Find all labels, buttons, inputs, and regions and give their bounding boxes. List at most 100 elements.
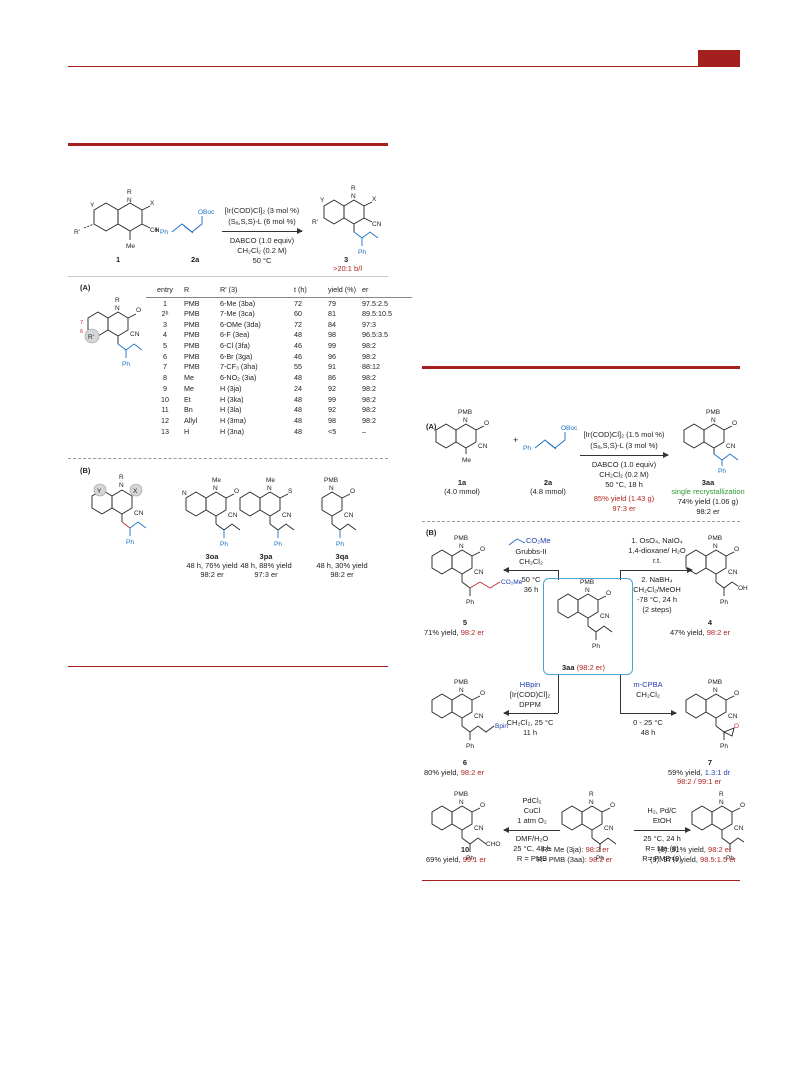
atom-cn: CN <box>728 569 738 576</box>
atom-x: X <box>150 200 155 207</box>
cell-yield: 96 <box>328 351 336 361</box>
atom-me: Me <box>462 457 471 464</box>
atom-n-ring: N <box>182 490 187 497</box>
cell-er: – <box>362 426 366 436</box>
r89-r-pmb: R= PMB (9) <box>642 854 682 863</box>
product-7-structure: N PMB O CN O Ph <box>685 679 739 750</box>
cell-rprime: H (3ka) <box>220 394 244 404</box>
atom-n: N <box>589 799 594 806</box>
cell-entry: 13 <box>161 426 169 436</box>
section-b-label: (B) <box>80 466 91 475</box>
cell-entry: 7 <box>163 362 167 372</box>
cell-r: PMB <box>184 309 200 319</box>
cell-rprime: 6-F (3ea) <box>220 330 250 340</box>
atom-pmb: PMB <box>454 535 468 542</box>
r4-step2-solvent: CH₂Cl₂/MeOH <box>633 585 681 594</box>
label-4: 4 <box>707 618 713 627</box>
atom-cn: CN <box>150 227 160 234</box>
quinolinone-1-structure: N R X CN Me Y R' <box>74 189 160 250</box>
cell-er: 98:2 <box>362 373 376 383</box>
condition-solvent: CH₂Cl₂ (0.2 M) <box>237 246 287 255</box>
central-3aa-structure: N PMB O CN Ph <box>557 579 613 650</box>
label-2a: 2a <box>191 255 200 264</box>
cell-rprime: H (3la) <box>220 405 242 415</box>
central-3aa-er: (98:2 er) <box>576 663 605 672</box>
atom-pmb: PMB <box>580 579 594 586</box>
connector-4 <box>620 570 621 580</box>
cell-time: 24 <box>294 383 302 393</box>
label-7: 7 <box>707 758 713 767</box>
label-5: 5 <box>462 618 468 627</box>
atom-o: O <box>732 420 737 427</box>
n-substituent: Me <box>266 477 275 484</box>
atom-ph: Ph <box>596 855 604 862</box>
atom-oboc: OBoc <box>561 425 578 432</box>
atom-cn: CN <box>726 443 736 450</box>
atom-o: O <box>606 590 611 597</box>
cell-er: 89.5:10.5 <box>362 309 392 319</box>
cell-entry: 8 <box>163 373 167 383</box>
cell-er: 98:2 <box>362 351 376 361</box>
product-4-structure: N PMB O CN OH Ph <box>685 535 748 606</box>
cell-r: Bn <box>184 405 193 415</box>
n-substituent: Me <box>212 477 221 484</box>
cell-yield: 98 <box>328 330 336 340</box>
8-yield: (8): 91% yield, <box>658 845 706 854</box>
product-6-structure: N PMB O CN Bpin Ph <box>431 679 508 750</box>
arrow-to-8-9 <box>634 827 691 833</box>
product-5-structure: N PMB O CN CO₂Me Ph <box>431 535 523 606</box>
atom-cn: CN <box>282 512 292 519</box>
label-3aa: 3aa <box>701 478 715 487</box>
atom-r: R <box>719 791 724 798</box>
cell-entry: 5 <box>163 341 167 351</box>
scheme-divider <box>68 276 388 277</box>
atom-ph: Ph <box>726 855 734 862</box>
10-yield: 69% yield, <box>426 855 461 864</box>
epoxide-o: O <box>734 723 739 730</box>
cell-r: Et <box>184 394 191 404</box>
condition-base: DABCO (1.0 equiv) <box>229 236 295 245</box>
product-3-structure: N R X CN Ph Y R' <box>312 185 382 256</box>
7-yield: 59% yield, <box>668 768 703 777</box>
connector-6 <box>558 675 559 713</box>
cell-yield: 99 <box>328 394 336 404</box>
4-yield-line: 47% yield, 98:2 er <box>670 628 730 637</box>
1a-amount: (4.0 mmol) <box>444 487 480 496</box>
3pa-yield: 48 h, 88% yield <box>240 561 292 570</box>
atom-o: O <box>734 546 739 553</box>
atom-r: R <box>351 185 356 192</box>
atom-o: O <box>234 488 239 495</box>
right-section-a-label: (A) <box>426 422 437 431</box>
atom-cn: CN <box>474 825 484 832</box>
atom-ph: Ph <box>160 229 168 236</box>
atom-s: S <box>288 488 293 495</box>
atom-pmb: PMB <box>706 409 720 416</box>
atom-x: X <box>372 196 377 203</box>
cell-rprime: H (3na) <box>220 426 244 436</box>
8-er: 98:2 er <box>708 845 732 854</box>
cell-yield: 81 <box>328 309 336 319</box>
cell-time: 55 <box>294 362 302 372</box>
atom-cn: CN <box>600 613 610 620</box>
gram-condition-ligand: (Sₐ,S,S)-L (3 mol %) <box>590 441 658 450</box>
cell-entry: 4 <box>163 330 167 340</box>
atom-n: N <box>351 193 356 200</box>
arrow-to-7 <box>620 710 677 716</box>
label-3oa: 3oa <box>205 552 219 561</box>
product-3qa-structure: N PMB O CN Ph <box>321 477 357 548</box>
cell-er: 88:12 <box>362 362 380 372</box>
arrow-to-5 <box>503 567 558 573</box>
atom-pmb: PMB <box>454 791 468 798</box>
5-yield: 71% yield, <box>424 628 459 637</box>
header-rprime: R' (3) <box>220 285 238 294</box>
atom-oboc: OBoc <box>198 209 215 216</box>
2a-amount: (4.8 mmol) <box>530 487 566 496</box>
header-rule <box>68 66 740 67</box>
left-scheme-top-rule <box>68 143 388 146</box>
atom-cn: CN <box>728 713 738 720</box>
label-1a: 1a <box>457 478 467 487</box>
atom-bpin: Bpin <box>495 723 508 730</box>
cell-yield: 92 <box>328 405 336 415</box>
r4-step1-temp: r.t. <box>652 556 662 565</box>
